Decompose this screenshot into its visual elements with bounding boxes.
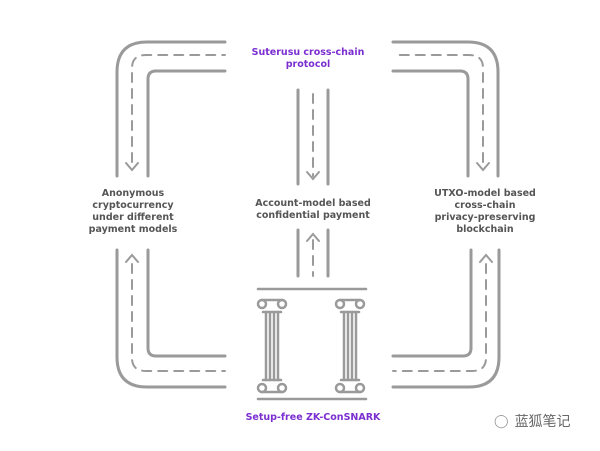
wechat-icon: ◯: [494, 413, 509, 429]
label-line: payment models: [88, 224, 178, 235]
arrow-down-icon: [476, 162, 490, 172]
arrow-down-icon: [125, 162, 139, 172]
label-line: UTXO-model based: [434, 188, 536, 199]
arrow-down-icon: [306, 171, 320, 181]
watermark-text: 蓝狐笔记: [514, 414, 571, 430]
label-line: privacy-preserving: [434, 212, 536, 223]
road-center-upper: [296, 88, 330, 186]
arrow-up-icon: [479, 253, 493, 263]
pillars-icon: [256, 287, 368, 401]
protocol-title: Suterusu cross-chain protocol: [233, 47, 383, 71]
arrow-up-icon: [306, 232, 320, 242]
pillar-left: [256, 298, 288, 394]
watermark: ◯ 蓝狐笔记: [494, 411, 571, 431]
node-center-label: Account-model based confidential payment: [243, 198, 383, 222]
node-right-label: UTXO-model based cross-chain privacy-pre…: [430, 188, 540, 236]
label-line: cross-chain: [454, 200, 516, 211]
label-line: confidential payment: [256, 210, 370, 221]
label-line: under different: [92, 212, 174, 223]
road-bottom-left: [115, 248, 227, 389]
node-bottom-label: Setup-free ZK-ConSNARK: [245, 412, 381, 423]
road-bottom-right: [391, 248, 501, 389]
title-line: Suterusu cross-chain: [251, 47, 365, 58]
pillar-right: [334, 298, 366, 394]
title-line: protocol: [285, 59, 331, 70]
label-line: Account-model based: [255, 198, 371, 209]
label-line: Anonymous: [101, 188, 165, 199]
road-top-right: [391, 40, 500, 178]
node-left-label: Anonymous cryptocurrency under different…: [82, 188, 184, 236]
road-center-lower: [296, 228, 330, 278]
road-top-left: [115, 40, 227, 178]
arrow-up-icon: [125, 253, 139, 263]
label-line: blockchain: [456, 224, 514, 235]
label-line: cryptocurrency: [92, 200, 174, 211]
